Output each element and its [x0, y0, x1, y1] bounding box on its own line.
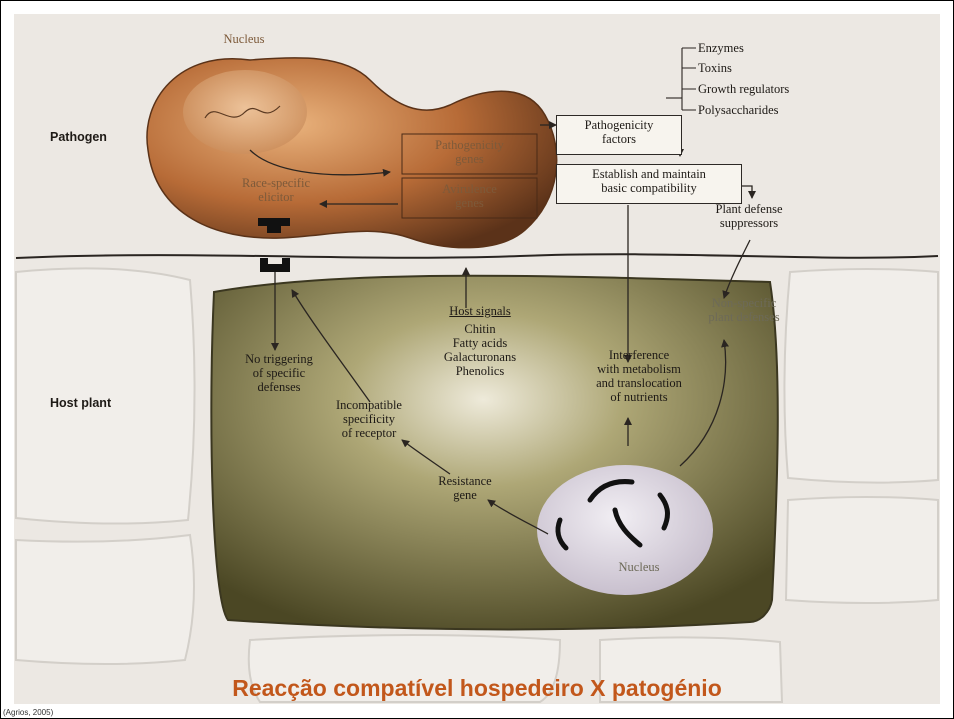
diagram-figure: Pathogen Host plant Nucleus Pathogenicit… — [14, 14, 940, 704]
interference-line-1: Interference — [574, 348, 704, 362]
interference-line-3: and translocation — [574, 376, 704, 390]
incompatible-label: Incompatible specificity of receptor — [314, 398, 424, 440]
suppressors-line-2: suppressors — [694, 216, 804, 230]
factor-enzymes: Enzymes — [698, 41, 744, 55]
factor-polysaccharides: Polysaccharides — [698, 103, 779, 117]
host-signal-phenolics: Phenolics — [420, 364, 540, 378]
avirulence-genes-line-2: genes — [402, 196, 537, 210]
factor-toxins: Toxins — [698, 61, 732, 75]
host-signals-list: Chitin Fatty acids Galacturonans Phenoli… — [420, 322, 540, 378]
compatibility-box: Establish and maintain basic compatibili… — [556, 164, 742, 204]
host-nucleus-label: Nucleus — [604, 560, 674, 574]
no-triggering-line-1: No triggering — [234, 352, 324, 366]
non-specific-line-1: Non-specific — [694, 296, 794, 310]
incompatible-line-2: specificity — [314, 412, 424, 426]
host-plant-label: Host plant — [50, 396, 111, 410]
compatibility-line-1: Establish and maintain — [561, 167, 737, 181]
non-specific-line-2: plant defenses — [694, 310, 794, 324]
no-triggering-line-2: of specific — [234, 366, 324, 380]
host-signal-chitin: Chitin — [420, 322, 540, 336]
elicitor-line-2: elicitor — [226, 190, 326, 204]
incompatible-line-3: of receptor — [314, 426, 424, 440]
suppressors-line-1: Plant defense — [694, 202, 804, 216]
pathogen-nucleus-label: Nucleus — [199, 32, 289, 46]
avirulence-genes-label: Avirulence genes — [402, 182, 537, 210]
interference-line-4: of nutrients — [574, 390, 704, 404]
no-triggering-label: No triggering of specific defenses — [234, 352, 324, 394]
interference-label: Interference with metabolism and translo… — [574, 348, 704, 404]
elicitor-line-1: Race-specific — [226, 176, 326, 190]
slide-caption: Reacção compatível hospedeiro X patogéni… — [0, 675, 954, 702]
cell-membrane — [16, 254, 938, 258]
receptor-shape — [260, 258, 290, 272]
pathogenicity-genes-label: Pathogenicity genes — [402, 138, 537, 166]
resistance-gene-label: Resistance gene — [420, 474, 510, 502]
host-signals-title: Host signals — [420, 304, 540, 318]
pathogenicity-factors-box: Pathogenicity factors — [556, 115, 682, 155]
pathogenicity-genes-line-1: Pathogenicity — [402, 138, 537, 152]
host-signal-galacturonans: Galacturonans — [420, 350, 540, 364]
pathogenicity-genes-line-2: genes — [402, 152, 537, 166]
non-specific-label: Non-specific plant defenses — [694, 296, 794, 324]
incompatible-line-1: Incompatible — [314, 398, 424, 412]
suppressors-label: Plant defense suppressors — [694, 202, 804, 230]
avirulence-genes-line-1: Avirulence — [402, 182, 537, 196]
pathogen-label: Pathogen — [50, 130, 107, 144]
pathogenicity-factors-line-1: Pathogenicity — [561, 118, 677, 132]
resistance-gene-line-1: Resistance — [420, 474, 510, 488]
no-triggering-line-3: defenses — [234, 380, 324, 394]
compatibility-line-2: basic compatibility — [561, 181, 737, 195]
pathogenicity-factors-line-2: factors — [561, 132, 677, 146]
resistance-gene-line-2: gene — [420, 488, 510, 502]
elicitor-label: Race-specific elicitor — [226, 176, 326, 204]
host-signal-fatty-acids: Fatty acids — [420, 336, 540, 350]
factor-growth-regulators: Growth regulators — [698, 82, 789, 96]
interference-line-2: with metabolism — [574, 362, 704, 376]
source-citation: (Agrios, 2005) — [3, 708, 53, 717]
